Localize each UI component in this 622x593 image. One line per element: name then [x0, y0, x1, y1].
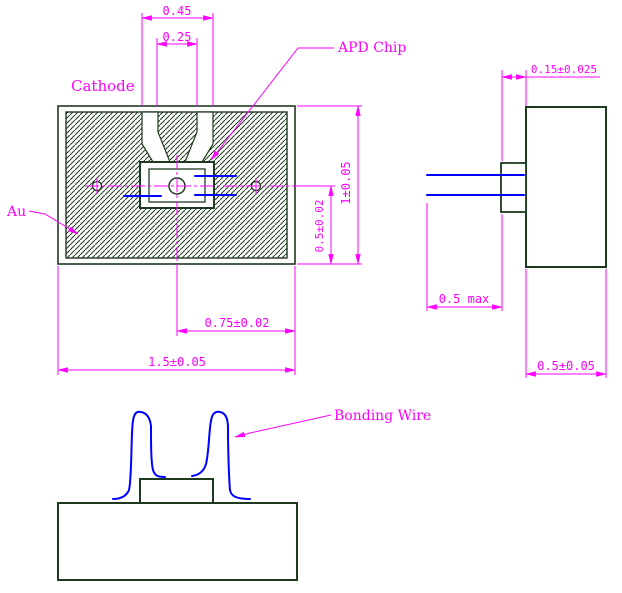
dim-center-to-bottom: 0.5±0.02 [313, 200, 326, 253]
au-leader [28, 210, 79, 235]
bonding-wire-left [112, 410, 166, 500]
apd-chip-bond-view [139, 478, 214, 504]
front-view-labels: Cathode APD Chip Au [6, 40, 406, 235]
substrate-outline-side [525, 106, 607, 268]
dim-chip-thickness: 0.15±0.025 [531, 63, 597, 76]
apd-chip-leader [210, 47, 334, 161]
apd-chip-label: APD Chip [337, 40, 406, 56]
front-view [57, 105, 333, 282]
dim-center-to-right: 0.75±0.02 [204, 316, 269, 330]
bonding-wire-label: Bonding Wire [334, 408, 431, 424]
dim-trace-span: 0.45 [163, 4, 192, 18]
dim-wire-max: 0.5 max [439, 292, 490, 306]
bonding-wire-right [191, 410, 251, 500]
dim-body-width: 1.5±0.05 [148, 355, 206, 369]
cathode-label: Cathode [71, 77, 135, 95]
substrate-outline-bond-view [57, 502, 298, 581]
apd-chip-side [500, 162, 527, 213]
side-view: 0.15±0.025 0.5 max 0.5±0.05 [426, 63, 607, 378]
front-view-dimensions: 0.45 0.25 1±0.05 0.5±0.02 0.75±0.02 1.5±… [57, 4, 362, 375]
dim-body-height: 1±0.05 [339, 161, 353, 204]
wire-bond-view: Bonding Wire [57, 408, 431, 581]
dim-body-depth: 0.5±0.05 [537, 359, 595, 373]
dim-trace-gap: 0.25 [163, 30, 192, 44]
bonding-wire-leader [234, 414, 332, 438]
au-label: Au [6, 204, 26, 220]
